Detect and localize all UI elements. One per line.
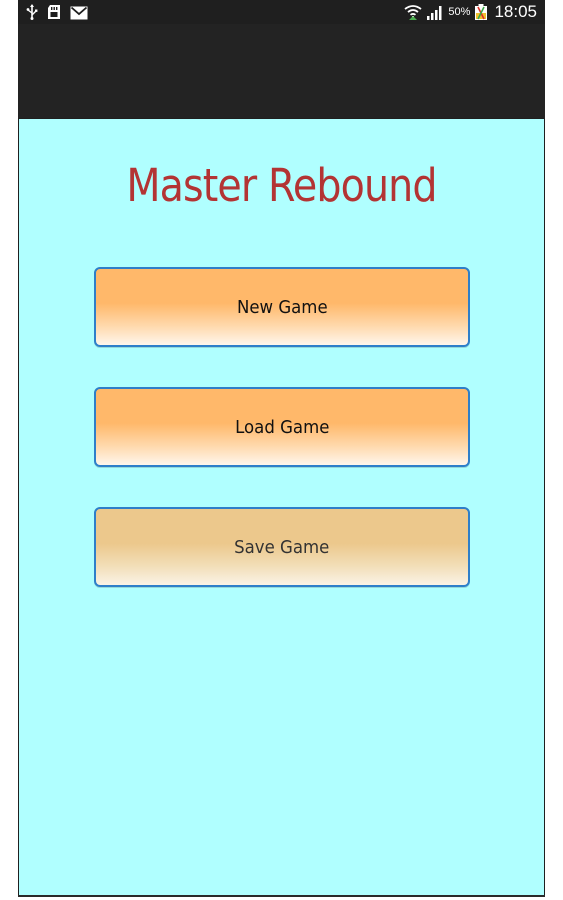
- battery-icon: [474, 4, 488, 20]
- save-game-label: Save Game: [234, 536, 330, 558]
- new-game-button[interactable]: New Game: [94, 267, 470, 347]
- main-menu-screen: Master Rebound New Game Load Game Save G…: [19, 119, 544, 895]
- save-game-button[interactable]: Save Game: [94, 507, 470, 587]
- gmail-icon: [70, 5, 88, 20]
- phone-screen: 50% 18:05 Master Rebound New Game Load G…: [18, 0, 545, 897]
- sd-card-icon: [47, 4, 61, 20]
- signal-icon: [426, 4, 444, 20]
- screen-bottom-edge: [18, 895, 545, 897]
- battery-percent: 50%: [448, 6, 471, 18]
- status-notifications: [26, 3, 88, 21]
- action-bar: [18, 24, 545, 118]
- app-title: Master Rebound: [126, 159, 437, 212]
- load-game-label: Load Game: [234, 416, 330, 438]
- status-clock: 18:05: [494, 2, 537, 21]
- status-system: 50% 18:05: [404, 2, 537, 22]
- status-bar: 50% 18:05: [18, 0, 545, 24]
- wifi-icon: [404, 4, 422, 20]
- new-game-label: New Game: [236, 296, 328, 318]
- load-game-button[interactable]: Load Game: [94, 387, 470, 467]
- usb-icon: [26, 4, 38, 20]
